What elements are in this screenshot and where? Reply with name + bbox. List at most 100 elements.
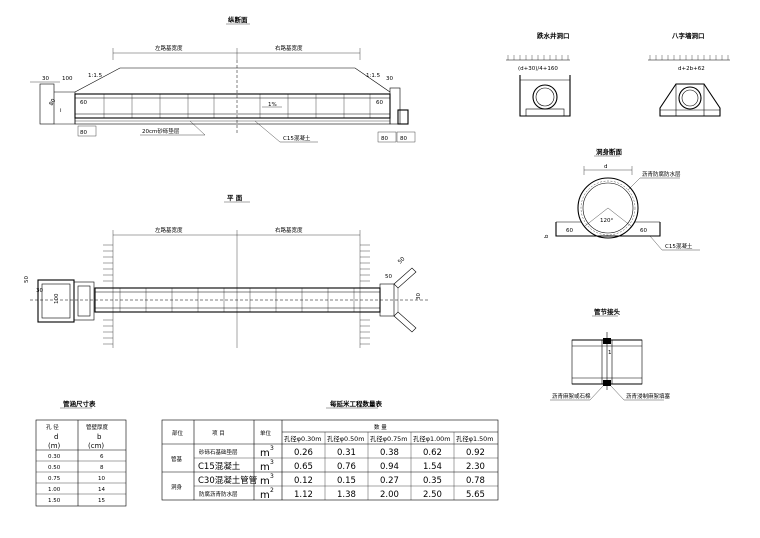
plan-dim-30: 30: [36, 288, 43, 294]
quantity-unit: m: [260, 448, 270, 459]
quantity-size-2: 孔径φ0.75m: [370, 434, 407, 443]
quantity-title: 每延米工程数量表: [330, 399, 383, 408]
section-title: 洞身断面: [596, 147, 623, 156]
quantity-col-part: 部位: [172, 429, 184, 437]
quantity-item: C15混凝土: [198, 461, 241, 472]
quantity-value: 0.35: [423, 476, 442, 486]
pipe-size-h1a: 孔 径: [46, 423, 59, 431]
section-waterproof-label: 沥青防腐防水层: [642, 170, 681, 178]
plan-dim-30r: 30: [416, 293, 422, 300]
quantity-unit-sup: 3: [270, 459, 274, 466]
quantity-value: 1.12: [294, 490, 313, 500]
quantity-value: 0.94: [380, 462, 399, 472]
pipe-joints: [103, 94, 371, 118]
elevation-left-width: 左路基宽度: [155, 44, 183, 52]
outlet-ground-ticks: [507, 55, 569, 60]
quantity-size-4: 孔径φ1.50m: [456, 434, 493, 443]
joint-label-left: 沥青麻絮或石棉: [552, 392, 591, 400]
quantity-part-1: 洞身: [171, 483, 183, 491]
elevation-dim-30: 30: [42, 76, 49, 82]
plan-dim-50b: 50: [397, 256, 407, 266]
quantity-unit: m: [260, 462, 270, 473]
wingwall-view: 八字墙洞口 d+2b+62: [648, 31, 730, 117]
pipe-size-h2b: b: [97, 433, 102, 441]
plan-left-width: 左路基宽度: [155, 226, 183, 234]
quantity-value: 2.30: [466, 462, 485, 472]
table-cell: 10: [98, 476, 105, 482]
table-cell: 8: [100, 465, 104, 471]
outlet-dim: (d+30)/4+160: [518, 66, 558, 72]
elevation-dim-80c: 80: [400, 136, 407, 142]
quantity-value: 0.38: [380, 448, 399, 458]
quantity-value: 0.27: [380, 476, 399, 486]
plan-dim-100: 100: [54, 293, 60, 304]
quantity-item: 砂砾石基础垫层: [199, 448, 238, 456]
quantity-unit-sup: 2: [270, 487, 274, 494]
pipe-size-rows: 0.30 6 0.50 8 0.75 10 1.00 14 1.50 15: [48, 454, 105, 504]
elevation-right-width: 右路基宽度: [275, 44, 303, 52]
quantity-value: 0.76: [337, 462, 356, 472]
elevation-slope-right: 1:1.5: [366, 73, 381, 79]
wingwall-dim: d+2b+62: [678, 66, 705, 72]
table-cell: 15: [98, 498, 105, 504]
outlet-view: 跌水井洞口 (d+30)/4+160: [506, 31, 571, 117]
quantity-size-1: 孔径φ0.50m: [327, 434, 364, 443]
wingwall-ground-ticks: [649, 55, 729, 60]
elevation-dim-100: 100: [62, 76, 73, 82]
pipe-size-table: 管涵尺寸表 孔 径 d (m) 管壁厚度 b (cm) 0.30 6 0.50 …: [35, 399, 127, 507]
section-view: 洞身断面 d 120° 60 60 b 沥青防腐防水层 C15混凝土: [544, 147, 700, 251]
table-cell: 0.30: [48, 454, 61, 460]
quantity-col-qty: 数 量: [374, 423, 387, 431]
quantity-size-0: 孔径φ0.30m: [284, 434, 321, 443]
quantity-value: 0.78: [466, 476, 485, 486]
elevation-view: 纵断面 左路基宽度 右路基宽度 1:1.5 1:1.5 30 100 80: [30, 15, 416, 143]
plan-pipe-joints: [119, 288, 355, 312]
quantity-size-3: 孔径φ1.00m: [413, 434, 450, 443]
elevation-dim-80: 80: [49, 98, 58, 107]
quantity-value: 2.50: [423, 490, 442, 500]
table-cell: 6: [100, 454, 104, 460]
quantity-value: 1.38: [337, 490, 356, 500]
quantity-unit: m: [260, 490, 270, 501]
quantity-part-0: 管基: [171, 455, 183, 463]
section-dim-b: b: [544, 234, 550, 238]
elevation-slope-pct: 1%: [268, 102, 277, 108]
wingwall-title: 八字墙洞口: [671, 31, 705, 40]
quantity-value: 1.54: [423, 462, 442, 472]
section-dim-60a: 60: [566, 228, 573, 234]
quantity-unit-sup: 3: [270, 445, 274, 452]
quantity-value: 0.15: [337, 476, 356, 486]
table-cell: 0.75: [48, 476, 61, 482]
elevation-c15-label: C15混凝土: [283, 134, 311, 142]
quantity-value: 0.26: [294, 448, 313, 458]
pipe-size-h1b: d: [54, 433, 58, 441]
pipe-size-h1c: (m): [48, 442, 61, 450]
quantity-value: 0.65: [294, 462, 313, 472]
joint-label-right: 沥青浸制麻絮填塞: [626, 392, 671, 400]
elevation-dim-30r: 30: [386, 76, 393, 82]
joint-dim-1: 1: [608, 350, 612, 356]
pipe-size-h2c: (cm): [88, 442, 104, 450]
quantity-value: 0.92: [466, 448, 485, 458]
quantity-col-item: 项 目: [212, 430, 225, 437]
elevation-dim-60b: 60: [376, 100, 383, 106]
plan-edge-ticks: [103, 244, 370, 345]
quantity-value: 0.31: [337, 448, 356, 458]
plan-dim-50c: 50: [385, 274, 392, 280]
quantity-item: C30混凝土管管: [198, 475, 257, 486]
quantity-unit: m: [260, 476, 270, 487]
pipe-size-h2a: 管壁厚度: [86, 423, 109, 431]
joint-view: 管节接头 1 沥青麻絮或石棉 沥青浸制麻絮填塞: [550, 307, 671, 401]
quantity-table: 每延米工程数量表 部位 项 目 单位 数 量 孔径φ0.30m 孔径φ0.50m…: [161, 399, 499, 501]
section-angle: 120°: [600, 218, 613, 224]
plan-dim-50a: 50: [24, 276, 30, 283]
quantity-unit-sup: 3: [270, 473, 274, 480]
section-dim-60b: 60: [640, 228, 647, 234]
elevation-dim-80a: 80: [80, 130, 87, 136]
section-c15-label: C15混凝土: [665, 242, 693, 250]
elevation-slope-left: 1:1.5: [88, 73, 103, 79]
quantity-value: 0.12: [294, 476, 313, 486]
pipe-size-title: 管涵尺寸表: [63, 399, 96, 408]
